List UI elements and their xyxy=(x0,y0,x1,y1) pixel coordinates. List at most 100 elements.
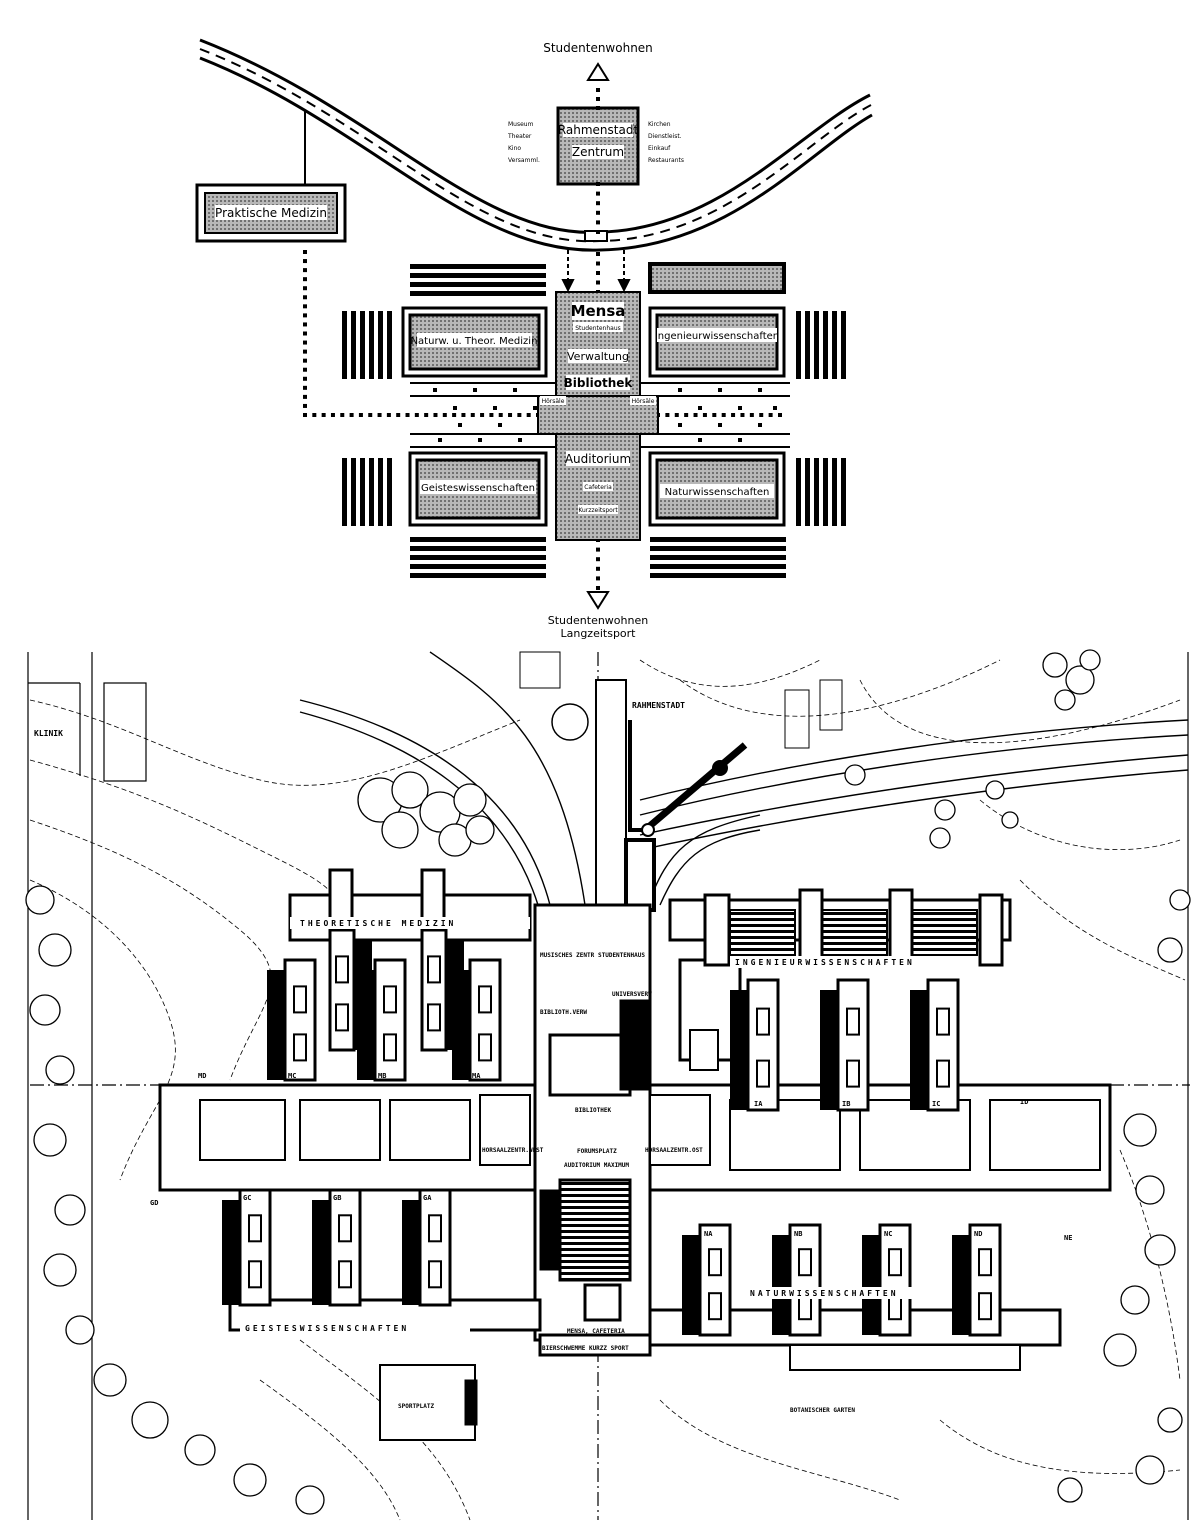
stripe xyxy=(387,311,392,379)
path-dot xyxy=(498,423,502,427)
wing-label: NA xyxy=(704,1230,713,1238)
svg-text:Dienstleist.: Dienstleist. xyxy=(648,133,682,140)
path-dot xyxy=(303,367,307,372)
path-dot xyxy=(702,413,707,417)
path-dot xyxy=(596,576,600,581)
stripe xyxy=(410,573,546,578)
stripe xyxy=(378,311,383,379)
path-dot xyxy=(596,191,600,196)
tree-icon xyxy=(1001,811,1019,829)
path-dot xyxy=(303,286,307,291)
wing-shadow xyxy=(312,1200,330,1305)
wing-block xyxy=(373,958,407,1082)
path-dot xyxy=(303,349,307,354)
path-dot xyxy=(596,566,600,571)
path-dot xyxy=(596,210,600,215)
path-dot xyxy=(321,413,326,417)
tree-icon xyxy=(381,811,419,849)
path-dot xyxy=(424,413,429,417)
path-dot xyxy=(442,413,447,417)
wing-window xyxy=(428,1214,442,1243)
path-dot xyxy=(596,586,600,590)
bibliothek-plan-label: BIBLIOTHEK xyxy=(575,1107,612,1114)
path-dot xyxy=(303,250,307,254)
path-dot xyxy=(596,97,600,101)
path-dot xyxy=(738,406,742,410)
wing-block xyxy=(468,958,502,1082)
tree-icon xyxy=(54,1194,86,1226)
studentenhaus-plan-label: STUDENTENHAUS xyxy=(598,952,645,959)
stripe xyxy=(841,458,846,526)
stripe xyxy=(832,311,837,379)
path-dot xyxy=(480,413,485,417)
path-dot xyxy=(596,271,600,275)
right-list: Kirchen Dienstleist. Einkauf Restaurants xyxy=(648,121,684,164)
path-dot xyxy=(712,413,717,417)
wing-label: GD xyxy=(150,1199,158,1207)
wing-block xyxy=(836,978,870,1112)
dotted-paths xyxy=(303,88,782,590)
tree-icon xyxy=(453,783,487,817)
mensa-cafeteria-label: MENSA, CAFETERIA xyxy=(567,1328,625,1335)
path-dot xyxy=(517,413,522,417)
faculty-ing: Ingenieurwissenschaften xyxy=(648,306,786,378)
stripe xyxy=(351,311,356,379)
tree-icon xyxy=(1103,1333,1137,1367)
path-dot xyxy=(461,413,466,417)
tree-icon xyxy=(391,771,429,809)
path-dot xyxy=(433,388,437,392)
stripe xyxy=(832,458,837,526)
bibliothek-verw-label: BIBLIOTH.VERW xyxy=(540,1009,587,1016)
bottom-label-2: Langzeitsport xyxy=(560,627,636,640)
path-dot xyxy=(758,388,762,392)
path-dot xyxy=(303,340,307,345)
path-dot xyxy=(405,413,410,417)
wing-label: MC xyxy=(288,1072,296,1080)
path-dot xyxy=(303,394,307,399)
path-dot xyxy=(596,261,600,266)
wing-window xyxy=(383,985,397,1014)
svg-text:Theater: Theater xyxy=(507,133,532,140)
stripe xyxy=(805,458,810,526)
ring-road xyxy=(199,38,873,252)
wing-window xyxy=(756,1059,770,1088)
path-dot xyxy=(452,413,457,417)
musisches-zentrum-label: MUSISCHES ZENTR xyxy=(540,952,595,959)
tree-icon xyxy=(43,1253,77,1287)
faculty-top-left-label: Naturw. u. Theor. Medizin xyxy=(411,336,538,347)
tree-icon xyxy=(1135,1455,1165,1485)
stripe xyxy=(823,458,828,526)
path-dot xyxy=(759,413,764,417)
wing-label: IC xyxy=(932,1100,940,1108)
tree-icon xyxy=(1157,937,1183,963)
bierschwemme-label: BIERSCHWEMME KURZZ SPORT xyxy=(542,1345,629,1352)
corridors xyxy=(410,382,790,448)
path-dot xyxy=(596,182,600,186)
path-dot xyxy=(303,358,307,363)
stripe xyxy=(823,311,828,379)
stripe xyxy=(410,555,546,560)
tree-icon xyxy=(929,827,951,849)
wing-label: NE xyxy=(1064,1234,1072,1242)
path-dot xyxy=(698,406,702,410)
path-dot xyxy=(718,388,722,392)
wing-label: NB xyxy=(794,1230,802,1238)
wing-window xyxy=(427,955,441,984)
tree-icon xyxy=(45,1055,75,1085)
path-dot xyxy=(674,413,679,417)
path-dot xyxy=(386,413,391,417)
path-dot xyxy=(312,413,317,417)
tree-icon xyxy=(1169,889,1191,911)
path-dot xyxy=(498,413,503,417)
plan-labels: KLINIK RAHMENSTADT THEORETISCHE MEDIZIN … xyxy=(34,701,940,1414)
auditorium-label: Auditorium xyxy=(565,452,631,466)
wing-window xyxy=(798,1248,812,1277)
wing-label: IB xyxy=(842,1100,850,1108)
path-dot xyxy=(758,423,762,427)
tree-icon xyxy=(1135,1175,1165,1205)
wing-shadow xyxy=(730,990,748,1110)
path-dot xyxy=(340,413,345,417)
path-dot xyxy=(596,106,600,110)
